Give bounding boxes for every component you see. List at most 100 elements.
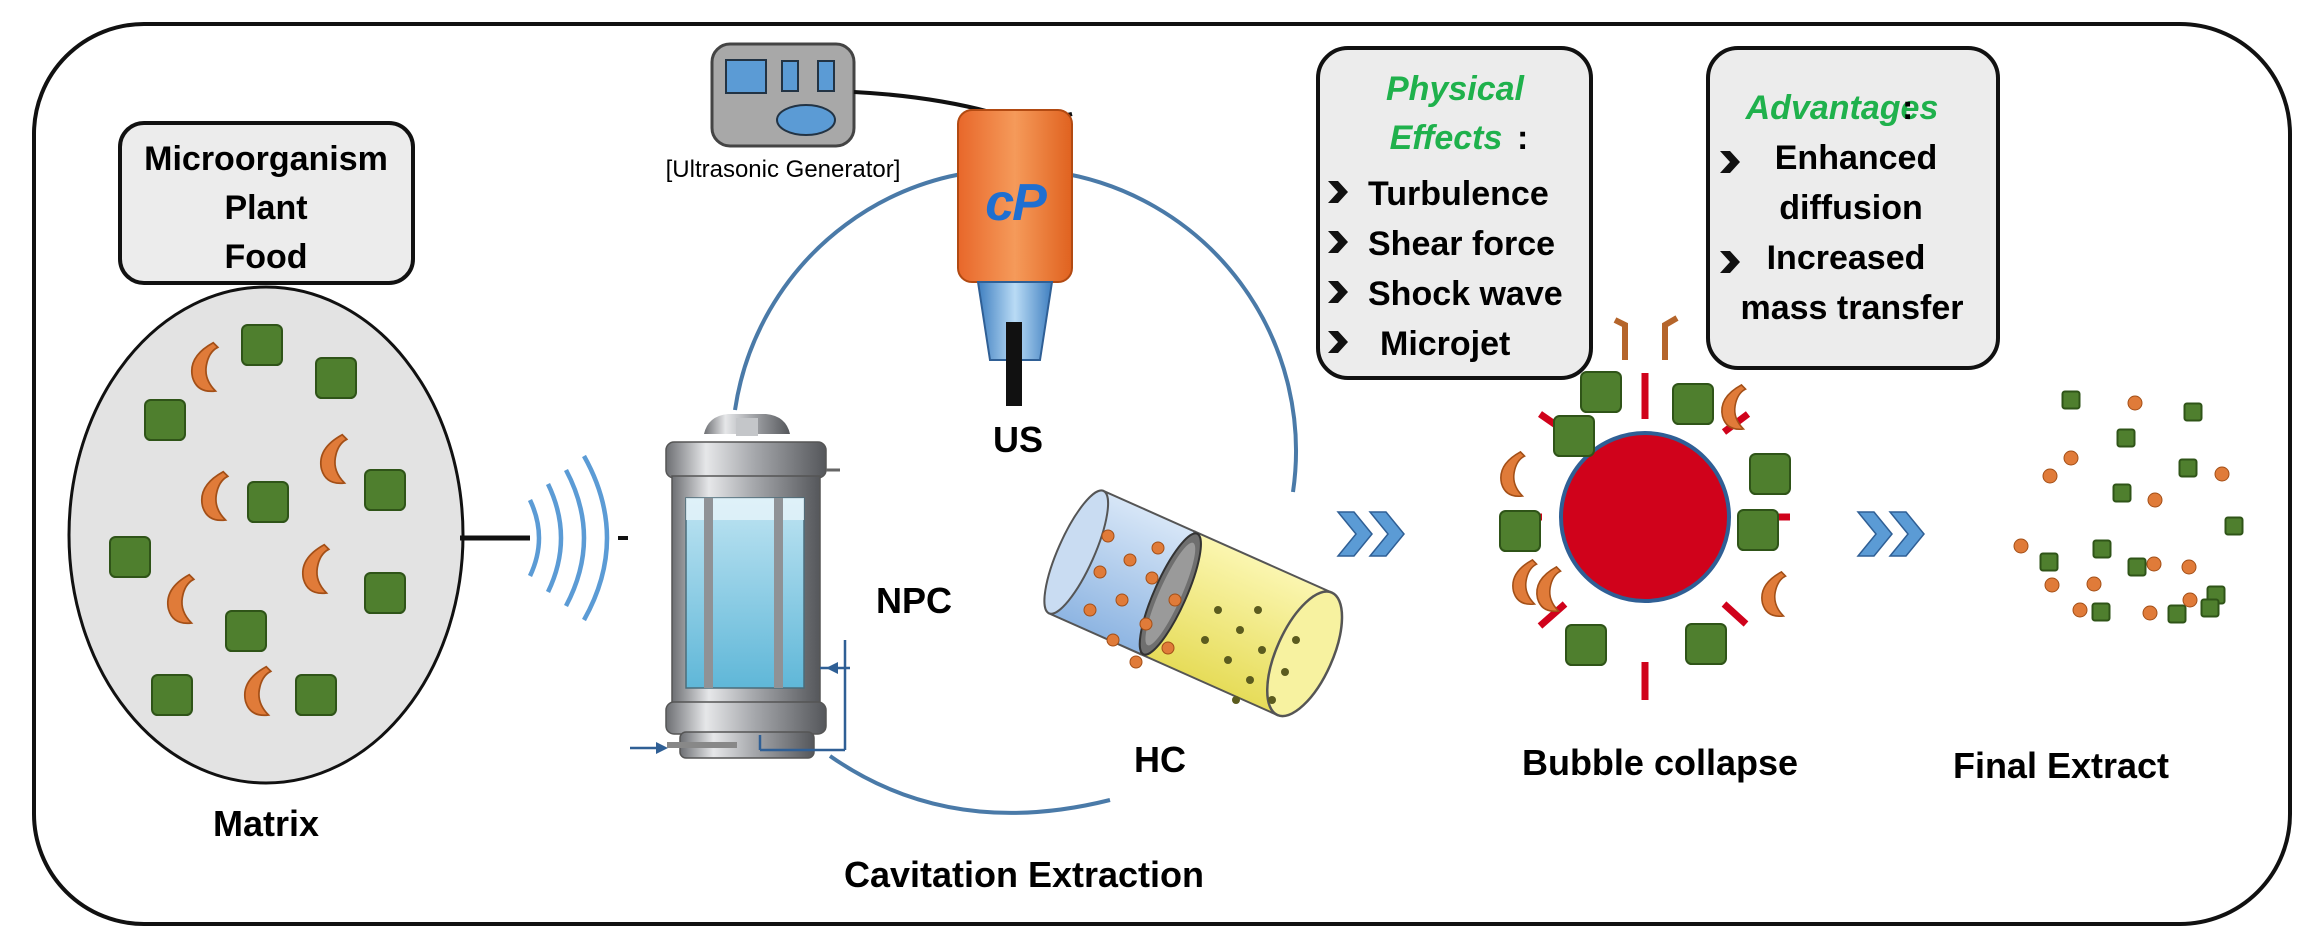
green-cell-icon — [1553, 415, 1595, 457]
plant-cell-icon — [243, 665, 273, 717]
advantage-2-line1: Increased — [1767, 239, 1926, 277]
green-cell-icon — [247, 481, 289, 523]
bubble-particles — [1499, 371, 1791, 666]
advantages-colon: : — [1902, 89, 1913, 127]
hc-hole — [1246, 676, 1254, 684]
green-cell-icon — [2091, 602, 2111, 622]
plant-cell-icon — [301, 543, 331, 595]
orange-particle-icon — [2063, 450, 2079, 466]
effect-shock-wave: Shock wave — [1368, 275, 1563, 313]
hc-hole — [1224, 656, 1232, 664]
process-arrow-1-icon — [1336, 511, 1405, 557]
hc-hole — [1268, 696, 1276, 704]
orange-particle-icon — [1129, 655, 1143, 669]
plant-cell-icon — [190, 341, 220, 393]
physical-effects-box — [1316, 46, 1593, 380]
orange-particle-icon — [1123, 553, 1137, 567]
orange-particle-icon — [1115, 593, 1129, 607]
physical-effects-title-line2: Effects — [1390, 119, 1503, 157]
matrix-source-box — [118, 121, 415, 285]
green-cell-icon — [1685, 623, 1727, 665]
green-cell-icon — [151, 674, 193, 716]
hc-tube-icon — [1043, 489, 1344, 718]
green-cell-icon — [315, 357, 357, 399]
advantages-list: Enhanced diffusion Increased mass transf… — [1720, 139, 1964, 327]
sound-wave-icon — [527, 454, 610, 622]
green-cell-icon — [2200, 598, 2220, 618]
bubble-icon — [1559, 431, 1731, 603]
chevron-right-icon — [1328, 331, 1348, 353]
bubble-collapse-icon — [1499, 315, 1791, 700]
final-extract-label: Final Extract — [1953, 745, 2169, 786]
advantage-1-line1: Enhanced — [1775, 139, 1937, 177]
chevron-right-icon — [1328, 231, 1348, 253]
release-arrows-icon — [1613, 315, 1679, 360]
green-cell-icon — [1737, 509, 1779, 551]
hc-hole — [1281, 668, 1289, 676]
source-microorganism: Microorganism — [144, 140, 388, 178]
hc-hole — [1214, 606, 1222, 614]
plant-cell-icon — [200, 470, 230, 522]
hc-hole — [1254, 606, 1262, 614]
cavitation-extraction-label: Cavitation Extraction — [844, 854, 1204, 895]
orange-particle-icon — [2013, 538, 2029, 554]
green-cell-icon — [1749, 453, 1791, 495]
chevron-right-icon — [1328, 281, 1348, 303]
green-cell-icon — [364, 469, 406, 511]
orange-particle-icon — [1168, 593, 1182, 607]
final-extract-particles — [2013, 390, 2244, 624]
green-cell-icon — [109, 536, 151, 578]
ultrasonic-generator-icon — [710, 42, 856, 148]
green-cell-icon — [295, 674, 337, 716]
green-cell-icon — [364, 572, 406, 614]
hc-hole — [1232, 696, 1240, 704]
plant-cell-icon — [1536, 565, 1562, 613]
npc-reactor-icon — [630, 414, 850, 759]
physical-effects-list: Turbulence Shear force Shock wave Microj… — [1328, 175, 1563, 363]
hc-hole — [1201, 636, 1209, 644]
green-cell-icon — [2183, 402, 2203, 422]
green-cell-icon — [2092, 539, 2112, 559]
green-cell-icon — [2224, 516, 2244, 536]
cavitation-circle-lower — [828, 754, 1111, 815]
orange-particle-icon — [2181, 559, 2197, 575]
source-plant: Plant — [224, 189, 307, 227]
npc-label: NPC — [876, 580, 952, 621]
orange-particle-icon — [2147, 492, 2163, 508]
chevron-right-icon — [1720, 151, 1740, 173]
orange-particle-icon — [2086, 576, 2102, 592]
probe-logo: cP — [985, 174, 1047, 232]
hc-hole — [1292, 636, 1300, 644]
effect-turbulence: Turbulence — [1368, 175, 1549, 213]
advantage-2-line2: mass transfer — [1740, 289, 1963, 327]
green-cell-icon — [1672, 383, 1714, 425]
green-cell-icon — [2116, 428, 2136, 448]
generator-label: [Ultrasonic Generator] — [666, 156, 901, 183]
hc-hole — [1236, 626, 1244, 634]
green-cell-icon — [1565, 624, 1607, 666]
plant-cell-icon — [1500, 450, 1526, 498]
green-cell-icon — [241, 324, 283, 366]
outer-frame — [32, 22, 2292, 926]
physical-effects-colon: : — [1517, 119, 1528, 157]
orange-particle-icon — [2142, 605, 2158, 621]
hc-hole — [1258, 646, 1266, 654]
matrix-particles — [109, 324, 406, 717]
collapse-ray — [1537, 601, 1568, 629]
orange-particle-icon — [2044, 577, 2060, 593]
chevron-right-icon — [1328, 181, 1348, 203]
bubble-collapse-label: Bubble collapse — [1522, 742, 1798, 783]
green-cell-icon — [2167, 604, 2187, 624]
orange-particle-icon — [1083, 603, 1097, 617]
advantage-1-line2: diffusion — [1779, 189, 1923, 227]
hc-label: HC — [1134, 739, 1186, 780]
orange-particle-icon — [1101, 529, 1115, 543]
orange-particle-icon — [2182, 592, 2198, 608]
plant-cell-icon — [1512, 558, 1538, 606]
us-label: US — [993, 419, 1043, 460]
chevron-right-icon — [1720, 251, 1740, 273]
advantages-box — [1706, 46, 2000, 370]
plant-cell-icon — [1721, 383, 1747, 431]
